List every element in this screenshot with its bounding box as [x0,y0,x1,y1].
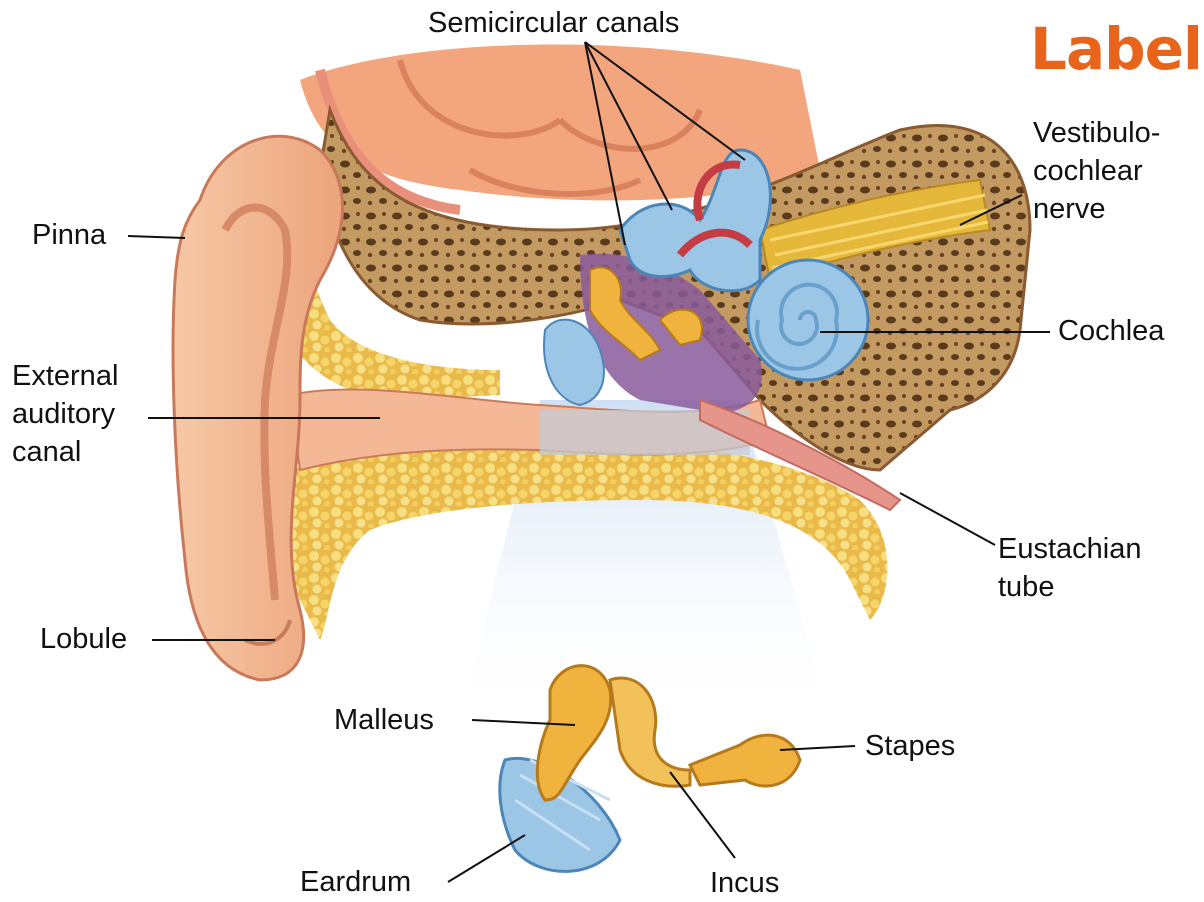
label-incus: Incus [710,866,779,900]
label-stapes: Stapes [865,729,955,763]
leader-pinna [128,236,185,238]
label-vestibulocochlear-line-3: nerve [1033,190,1160,228]
label-eustachian-tube: Eustachian tube [998,530,1142,606]
leader-eardrum [448,835,525,882]
label-cochlea: Cochlea [1058,314,1164,348]
label-vestibulocochlear-line-2: cochlear [1033,152,1160,190]
label-vestibulocochlear-nerve: Vestibulo- cochlear nerve [1033,114,1160,228]
label-malleus: Malleus [334,703,434,737]
label-vestibulocochlear-line-1: Vestibulo- [1033,114,1160,152]
label-external-auditory-canal-line-2: auditory [12,395,118,433]
leader-eustachian-tube [900,493,995,545]
label-lobule: Lobule [40,622,127,656]
label-external-auditory-canal: External auditory canal [12,357,118,471]
label-eardrum: Eardrum [300,865,411,899]
page-title: Label [1030,14,1202,84]
label-external-auditory-canal-line-3: canal [12,433,118,471]
label-pinna: Pinna [32,218,106,252]
label-semicircular-canals: Semicircular canals [428,6,679,40]
label-external-auditory-canal-line-1: External [12,357,118,395]
label-eustachian-tube-line-2: tube [998,568,1142,606]
label-eustachian-tube-line-1: Eustachian [998,530,1142,568]
